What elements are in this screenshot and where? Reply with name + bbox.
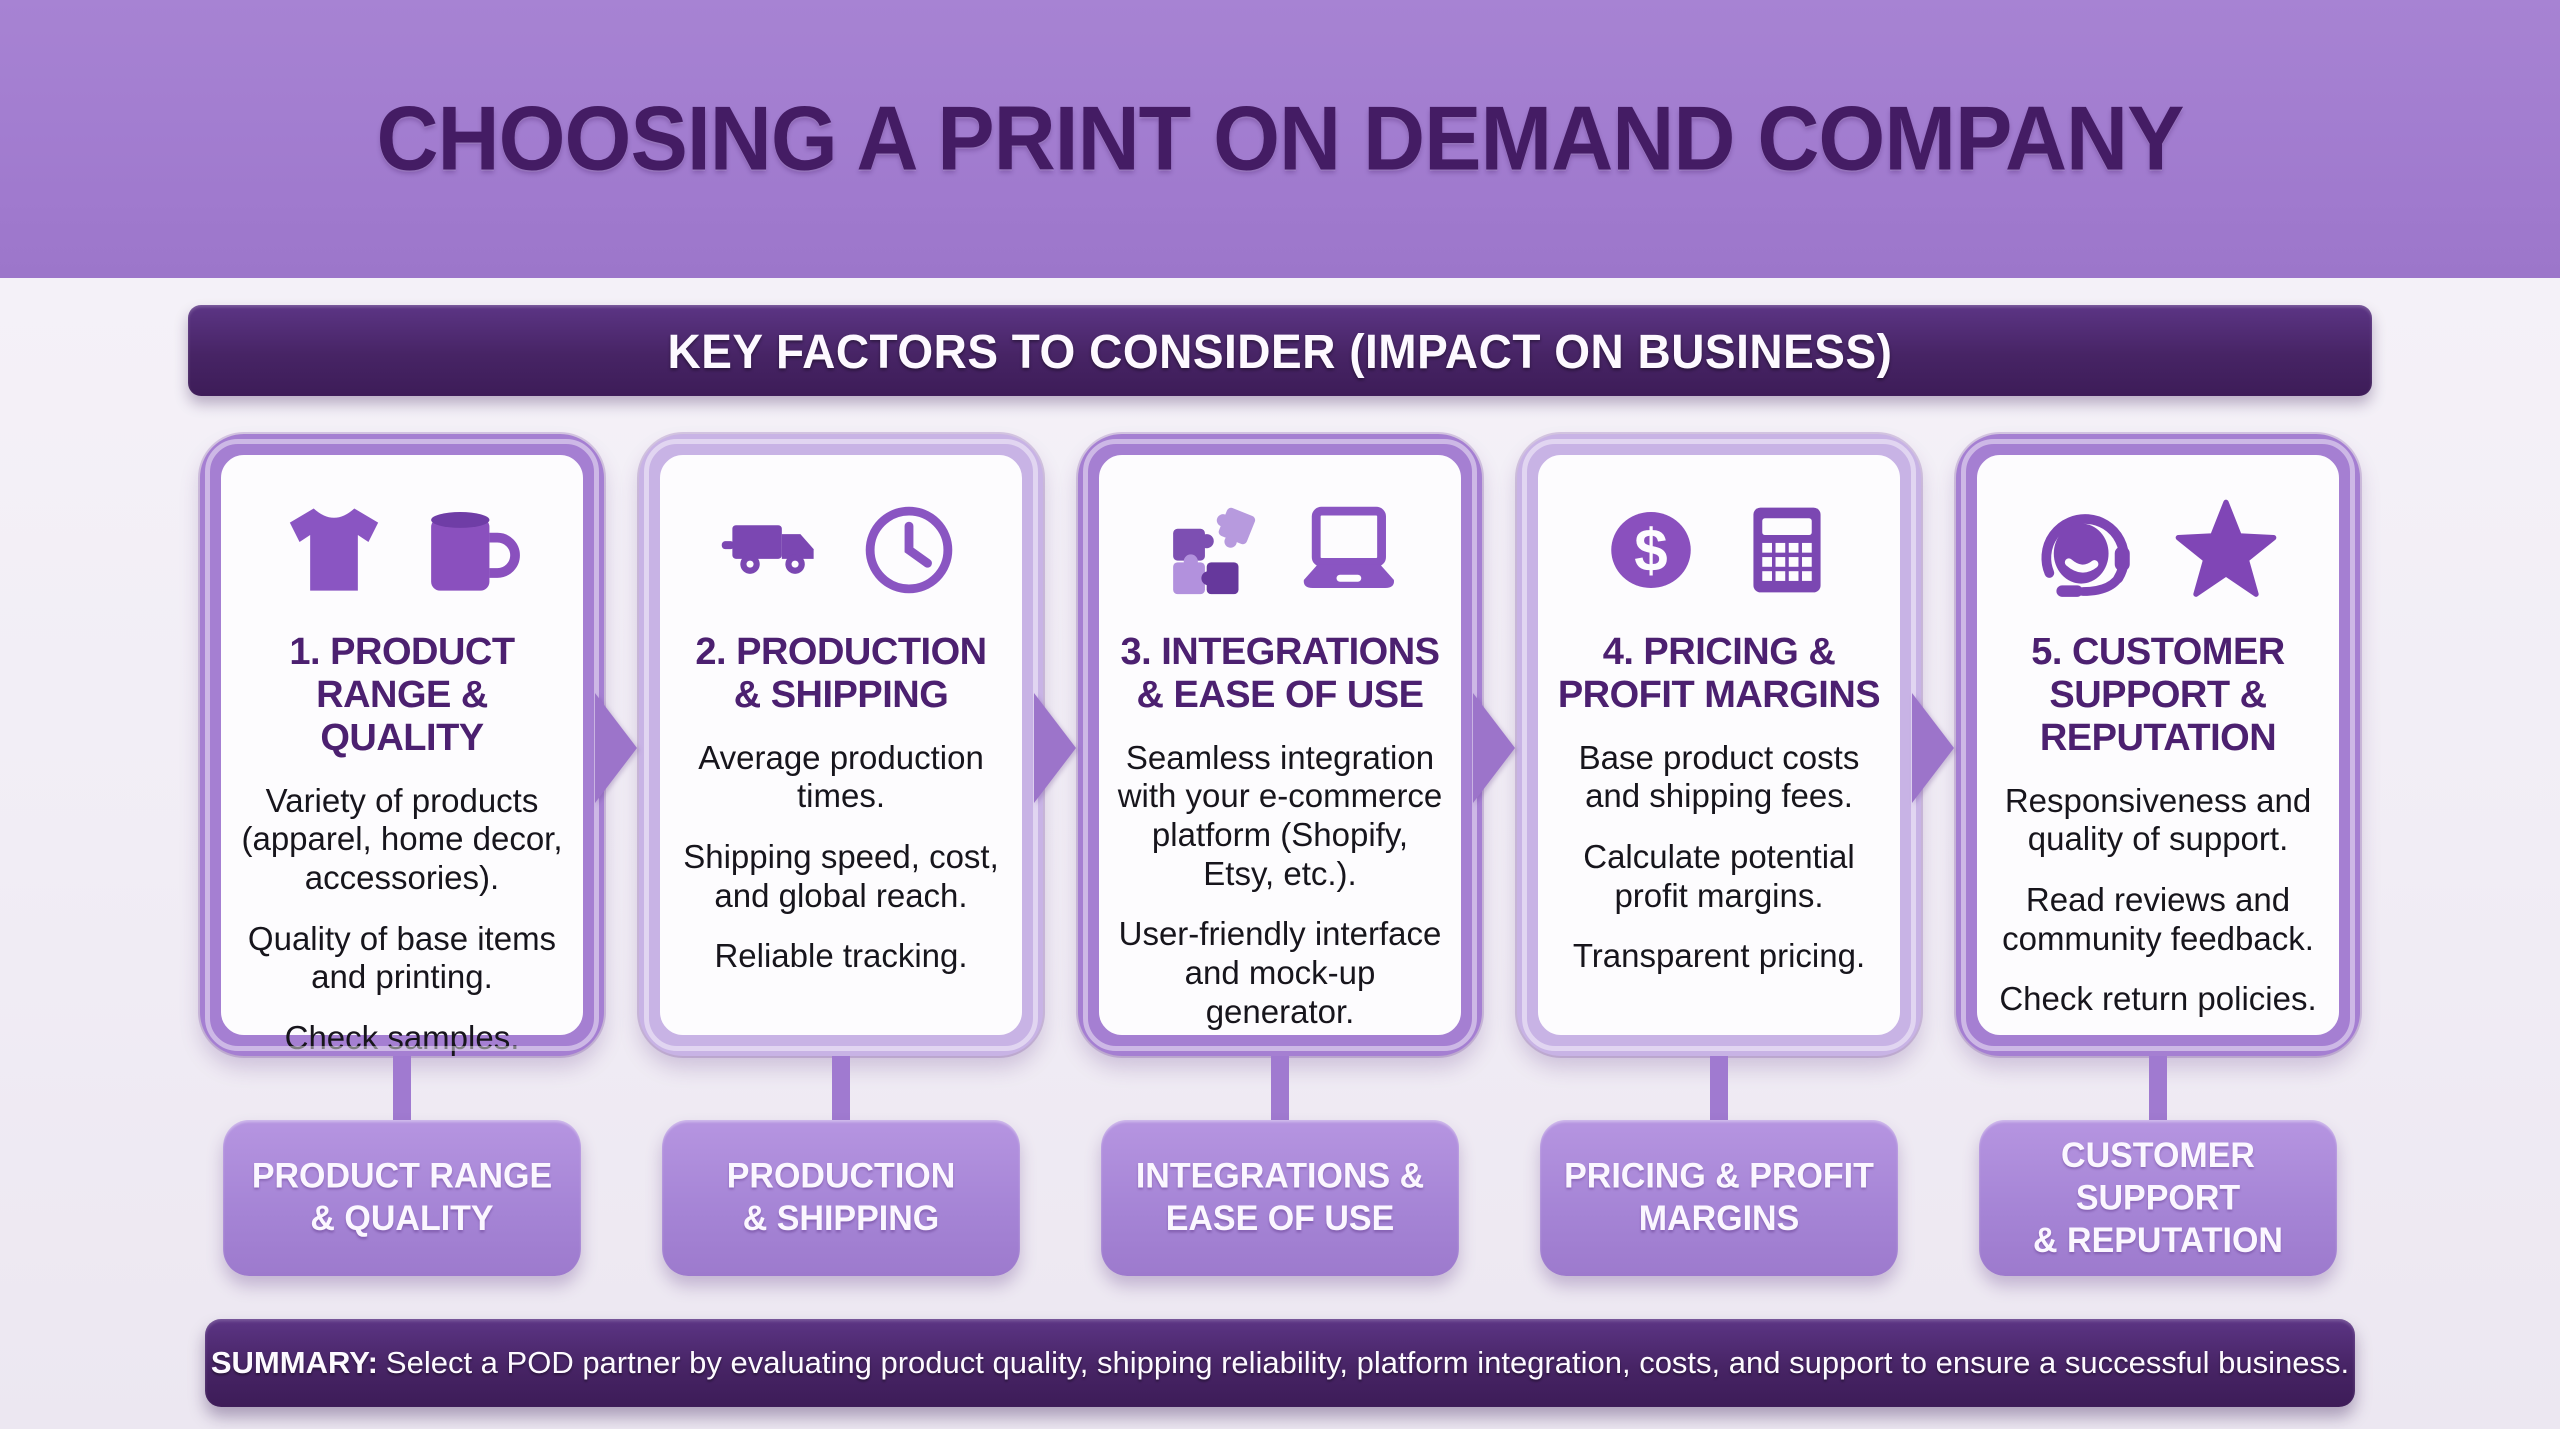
label-slot: PRICING & PROFIT MARGINS (1517, 1056, 1921, 1277)
card-point: Base product costs and shipping fees. (1578, 738, 1860, 815)
headset-icon (2041, 514, 2130, 597)
factor-labels-row: PRODUCT RANGE & QUALITY PRODUCTION & SHI… (200, 1056, 2360, 1277)
factor-cards-row: 1. PRODUCT RANGE & QUALITY Variety of pr… (200, 434, 2360, 1056)
card-icons (676, 495, 1006, 605)
connector-stem (1271, 1056, 1289, 1136)
tshirt-icon (289, 508, 379, 591)
card-point: Quality of base items and printing. (247, 919, 557, 996)
factor-card-product-range: 1. PRODUCT RANGE & QUALITY Variety of pr… (200, 434, 637, 1056)
connector-stem (2149, 1056, 2167, 1136)
calculator-icon (1753, 507, 1821, 593)
factor-card-pricing: $ 4. PRICING & PROFIT MARGINS Base produ… (1517, 434, 1954, 1056)
summary-bar: SUMMARY: Select a POD partner by evaluat… (205, 1319, 2355, 1408)
puzzle-icon (1173, 507, 1256, 595)
connector-stem (1710, 1056, 1728, 1136)
card-point: Calculate potential profit margins. (1583, 838, 1855, 914)
card-title: 3. INTEGRATIONS & EASE OF USE (1120, 631, 1440, 716)
factor-card-integrations: 3. INTEGRATIONS & EASE OF USE Seamless i… (1078, 434, 1515, 1056)
label-slot: PRODUCTION & SHIPPING (639, 1056, 1043, 1277)
connector-stem (393, 1056, 411, 1136)
card-point: User-friendly interface and mock-up gene… (1118, 915, 1442, 1030)
card-icons (237, 495, 567, 605)
card-title: 1. PRODUCT RANGE & QUALITY (289, 631, 515, 759)
factor-label-support: CUSTOMER SUPPORT & REPUTATION (1979, 1119, 2337, 1277)
card-point: Shipping speed, cost, and global reach. (683, 838, 999, 914)
card-title: 5. CUSTOMER SUPPORT & REPUTATION (2031, 631, 2285, 759)
factor-label-pricing: PRICING & PROFIT MARGINS (1540, 1119, 1898, 1277)
connector-stem (832, 1056, 850, 1136)
card-point: Check return policies. (1999, 980, 2317, 1018)
label-slot: PRODUCT RANGE & QUALITY (200, 1056, 604, 1277)
laptop-icon (1303, 506, 1395, 588)
connector-arrow-icon (1912, 693, 1954, 803)
svg-text:$: $ (1634, 517, 1667, 584)
summary-text: Select a POD partner by evaluating produ… (385, 1345, 2350, 1381)
connector-arrow-icon (1473, 693, 1515, 803)
factor-label-integrations: INTEGRATIONS & EASE OF USE (1101, 1119, 1459, 1277)
factor-card-production-shipping: 2. PRODUCTION & SHIPPING Average product… (639, 434, 1076, 1056)
key-factors-banner-text: KEY FACTORS TO CONSIDER (IMPACT ON BUSIN… (667, 323, 1893, 378)
card-point: Transparent pricing. (1572, 937, 1866, 975)
card-point: Average production times. (698, 738, 984, 815)
card-point: Variety of products (apparel, home decor… (241, 781, 563, 897)
label-slot: INTEGRATIONS & EASE OF USE (1078, 1056, 1482, 1277)
clock-icon (865, 506, 953, 594)
factor-card-support: 5. CUSTOMER SUPPORT & REPUTATION Respons… (1956, 434, 2360, 1056)
card-point: Responsiveness and quality of support. (2004, 781, 2312, 858)
connector-arrow-icon (1034, 693, 1076, 803)
truck-icon (721, 525, 814, 574)
summary-label: SUMMARY: (210, 1345, 378, 1381)
hero-header: CHOOSING A PRINT ON DEMAND COMPANY (0, 0, 2560, 278)
card-point: Check samples. (284, 1018, 520, 1056)
page-title: CHOOSING A PRINT ON DEMAND COMPANY (376, 87, 2184, 190)
label-slot: CUSTOMER SUPPORT & REPUTATION (1956, 1056, 2360, 1277)
key-factors-banner: KEY FACTORS TO CONSIDER (IMPACT ON BUSIN… (188, 305, 2372, 396)
card-title: 2. PRODUCTION & SHIPPING (695, 631, 987, 716)
factor-label-production-shipping: PRODUCTION & SHIPPING (662, 1119, 1020, 1277)
card-title: 4. PRICING & PROFIT MARGINS (1557, 631, 1881, 716)
star-icon (2175, 499, 2277, 597)
card-point: Reliable tracking. (714, 937, 968, 975)
card-icons: $ (1554, 495, 1884, 605)
card-point: Seamless integration with your e-commerc… (1117, 738, 1443, 892)
mug-icon (431, 512, 520, 591)
card-icons (1115, 495, 1445, 605)
factor-label-product-range: PRODUCT RANGE & QUALITY (223, 1119, 581, 1277)
card-icons (1993, 495, 2323, 605)
connector-arrow-icon (595, 693, 637, 803)
dollar-icon: $ (1611, 512, 1691, 588)
card-point: Read reviews and community feedback. (2002, 881, 2314, 957)
